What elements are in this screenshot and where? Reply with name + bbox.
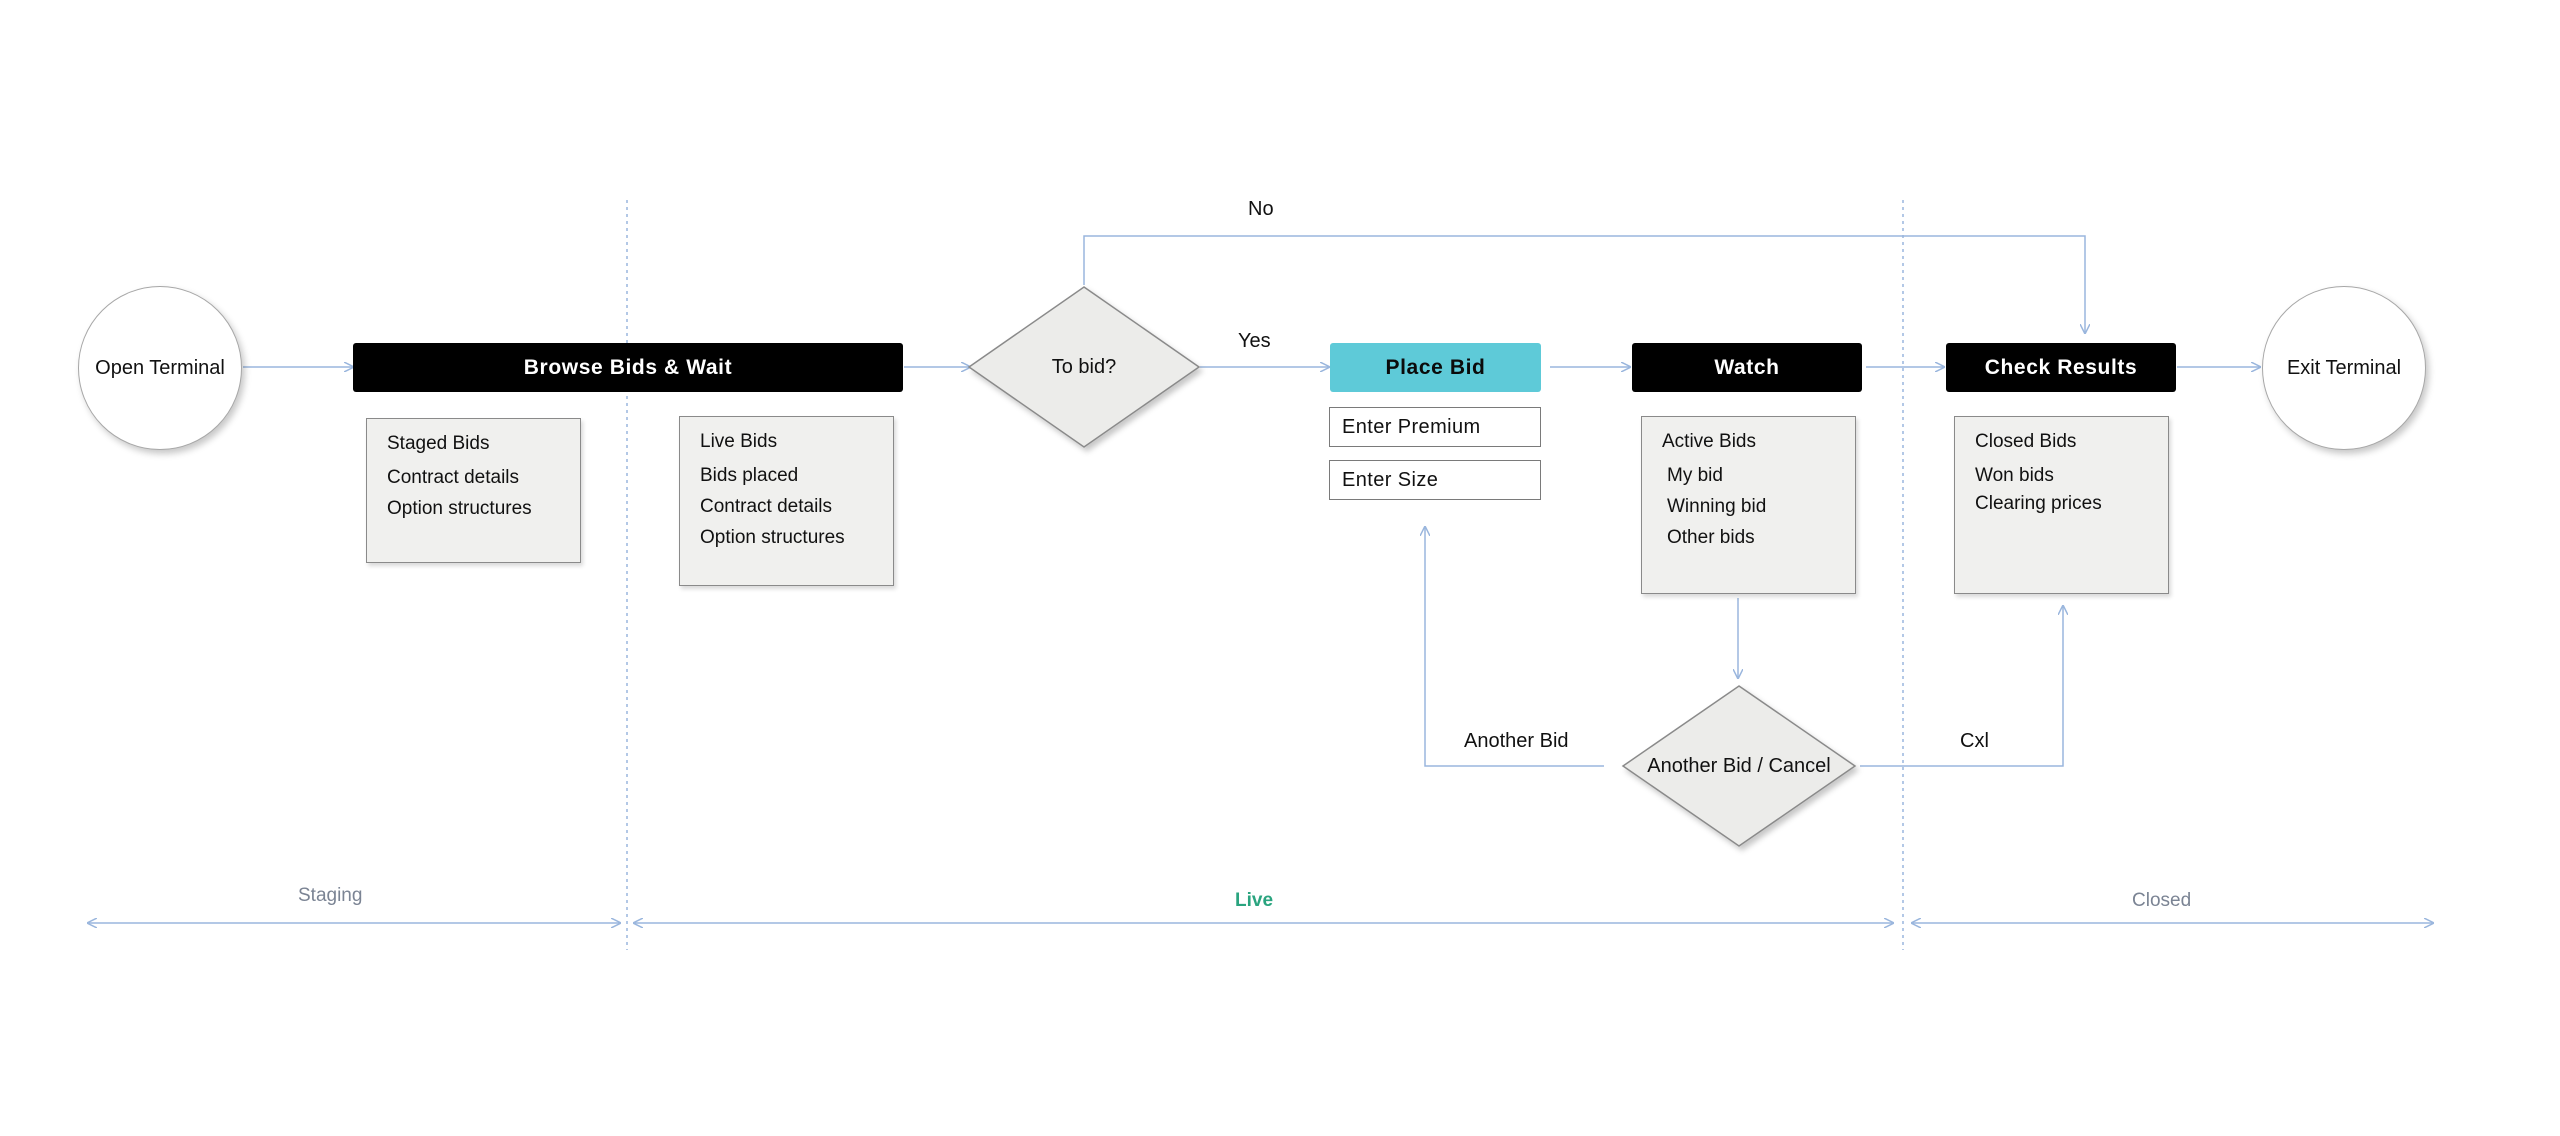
live-bids-item: Bids placed: [700, 465, 799, 486]
edge-label-cxl: Cxl: [1960, 730, 1989, 752]
phase-label-staging: Staging: [298, 885, 363, 906]
place-bid-step[interactable]: Place Bid: [1330, 343, 1541, 392]
arrow-another-bid-loop: [1425, 527, 1604, 767]
arrow-cxl-to-closed: [1860, 606, 2063, 767]
staged-bids-item: Contract details: [387, 467, 520, 488]
live-bids-item: Contract details: [700, 496, 833, 517]
closed-bids-box: Closed Bids Won bids Clearing prices: [1954, 416, 2169, 594]
open-terminal-node[interactable]: Open Terminal: [78, 286, 242, 450]
staged-bids-item: Option structures: [387, 498, 532, 519]
live-bids-title: Live Bids: [700, 431, 778, 452]
decision-to-bid-label: To bid?: [1051, 355, 1117, 378]
active-bids-item: Other bids: [1667, 527, 1755, 548]
active-bids-box: Active Bids My bid Winning bid Other bid…: [1641, 416, 1856, 594]
premium-field[interactable]: Enter Premium: [1329, 407, 1541, 447]
browse-bids-step[interactable]: Browse Bids & Wait: [353, 343, 903, 392]
watch-step[interactable]: Watch: [1632, 343, 1862, 392]
decision-diamond-to-bid: [967, 286, 1201, 448]
active-bids-item: My bid: [1667, 465, 1723, 486]
closed-bids-item: Clearing prices: [1975, 493, 2102, 514]
closed-bids-title: Closed Bids: [1975, 431, 2077, 452]
active-bids-item: Winning bid: [1667, 496, 1767, 517]
phase-label-closed: Closed: [2132, 890, 2192, 911]
size-field[interactable]: Enter Size: [1329, 460, 1541, 500]
edge-label-no: No: [1248, 198, 1274, 220]
arrow-no-to-check: [1083, 235, 2085, 333]
live-bids-item: Option structures: [700, 527, 845, 548]
edge-label-yes: Yes: [1238, 330, 1271, 352]
closed-bids-item: Won bids: [1975, 465, 2054, 486]
edge-label-another-bid: Another Bid: [1464, 730, 1569, 752]
staged-bids-title: Staged Bids: [387, 433, 490, 454]
staged-bids-box: Staged Bids Contract details Option stru…: [366, 418, 581, 563]
live-bids-box: Live Bids Bids placed Contract details O…: [679, 416, 894, 586]
decision-diamond-another-bid: [1621, 685, 1857, 847]
active-bids-title: Active Bids: [1662, 431, 1756, 452]
decision-another-bid-label: Another Bid / Cancel: [1647, 754, 1831, 777]
phase-label-live: Live: [1235, 890, 1274, 911]
check-results-step[interactable]: Check Results: [1946, 343, 2176, 392]
exit-terminal-node[interactable]: Exit Terminal: [2262, 286, 2426, 450]
